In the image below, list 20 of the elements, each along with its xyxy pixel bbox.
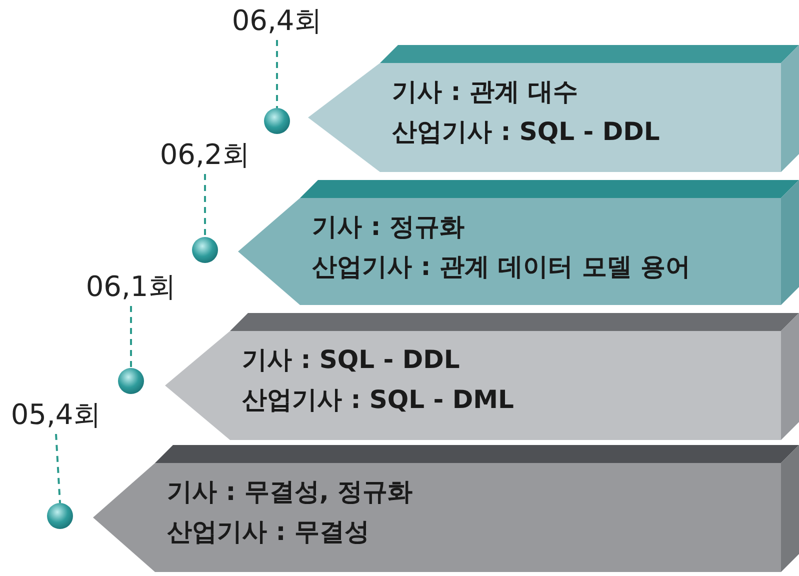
timeline-dot bbox=[118, 368, 144, 394]
dashed-connector bbox=[130, 306, 132, 368]
banner-text: 기사 : SQL - DDL bbox=[242, 345, 460, 375]
banner-text: 산업기사 : SQL - DDL bbox=[392, 117, 660, 147]
date-label: 06,4회 bbox=[229, 4, 325, 40]
timeline-dot bbox=[192, 237, 218, 263]
dashed-connector bbox=[55, 434, 61, 504]
banner-text: 기사 : 관계 대수 bbox=[392, 77, 578, 107]
dashed-connector bbox=[276, 40, 278, 108]
banner-text: 기사 : 무결성, 정규화 bbox=[167, 477, 413, 507]
date-label: 06,2회 bbox=[157, 138, 253, 174]
dashed-connector bbox=[204, 174, 206, 237]
date-label: 05,4회 bbox=[8, 398, 104, 434]
banner-text: 기사 : 정규화 bbox=[312, 212, 464, 242]
timeline-dot bbox=[264, 108, 290, 134]
banner-text: 산업기사 : SQL - DML bbox=[242, 385, 514, 415]
date-label: 06,1회 bbox=[83, 270, 179, 306]
banner-text: 산업기사 : 관계 데이터 모델 용어 bbox=[312, 252, 691, 282]
timeline-dot bbox=[47, 503, 73, 529]
banner-text: 산업기사 : 무결성 bbox=[167, 517, 370, 547]
